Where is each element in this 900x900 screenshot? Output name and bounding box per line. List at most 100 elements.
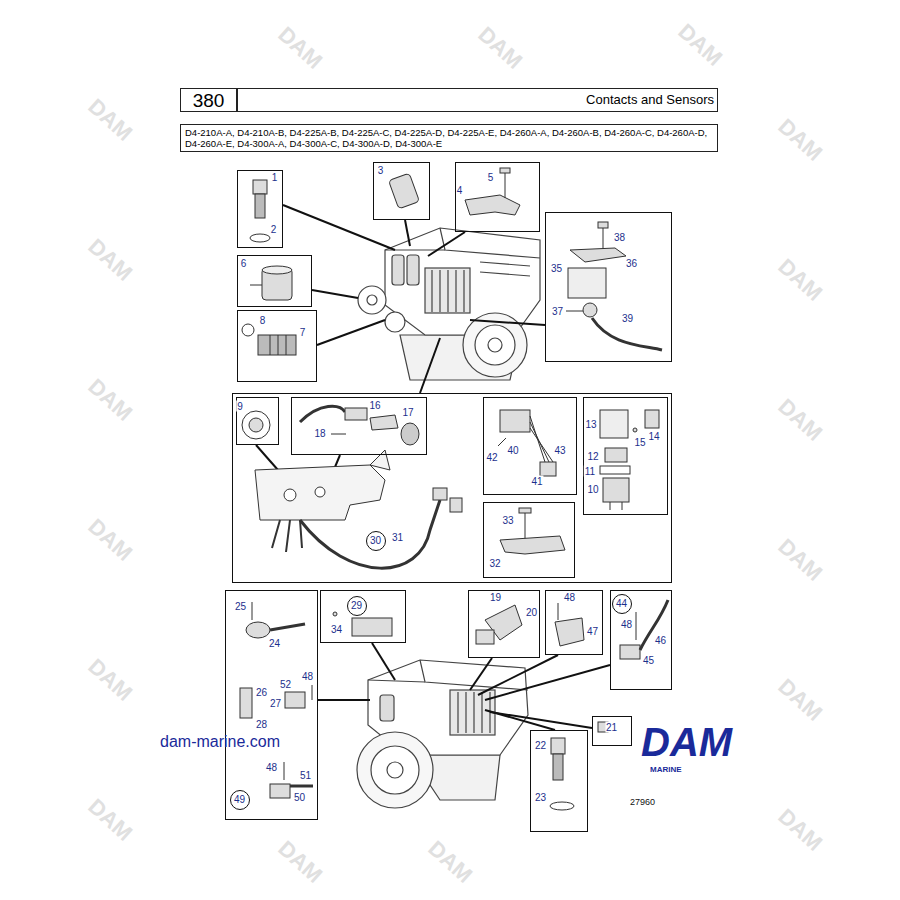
callout-number: 22 [534,739,547,750]
model-list-box: D4-210A-A, D4-210A-B, D4-225A-B, D4-225A… [180,124,718,152]
callout-number: 26 [255,686,268,697]
upper-engine [431,270,432,312]
detail-frame: 22 23 [530,730,588,832]
callout-number: 33 [501,515,514,526]
part-sketch [300,500,440,568]
part-sketch [290,785,313,788]
part-sketch [270,335,271,355]
part-sketch [352,618,392,636]
part-sketch [540,462,556,476]
lower-engine [481,692,482,733]
watermark: DAM [423,836,478,889]
part-sketch [465,195,520,215]
lower-engine [387,762,403,778]
callout-number: 14 [647,431,660,442]
part-sketch [401,423,419,445]
part-sketch [505,173,506,198]
brand-subtitle: MARINE [650,765,682,774]
upper-engine [425,268,470,313]
part-sketch [500,168,510,173]
detail-frame: 48464544 [610,590,672,690]
part-sketch [278,335,279,355]
part-sketch [550,802,574,810]
page-number-box: 380 [180,88,237,112]
part-sketch [331,434,346,435]
detail-frame: 6 [237,255,312,307]
callout-number: 27 [269,697,282,708]
upper-engine [392,255,404,285]
watermark: DAM [773,674,828,727]
part-sketch [252,602,253,620]
part-sketch [645,410,659,428]
part-sketch [600,410,628,438]
upper-engine [407,255,419,285]
watermark: DAM [273,22,328,75]
watermark: DAM [83,94,138,147]
part-sketch [312,685,313,700]
part-sketch [284,489,296,501]
part-sketch [566,311,583,312]
part-sketch [240,168,668,810]
callout-number: 4 [456,184,464,195]
callout-number: 28 [255,718,268,729]
part-sketch [255,194,265,218]
detail-frame: 9 [236,397,279,445]
page-title: Contacts and Sensors [586,92,714,107]
callout-number: 6 [240,257,248,268]
callout-number: 51 [299,769,312,780]
lower-engine [473,692,474,733]
part-sketch [500,410,530,432]
callout-number: 17 [401,407,414,418]
upper-engine [480,272,530,276]
callout-number: 52 [279,678,292,689]
leader-line [256,205,610,730]
lower-engine [465,692,466,733]
part-sketch [255,465,385,520]
callout-number: 29 [351,600,362,611]
part-sketch [242,411,270,439]
part-sketch [389,173,420,209]
circled-number: 29 [347,596,367,616]
detail-frame: 131415121110 [583,397,668,515]
part-sketch [333,612,337,616]
lower-engine [357,732,433,808]
callout-number: 48 [265,761,278,772]
detail-frame: 87 [237,310,317,382]
drawing-number: 27960 [630,797,655,807]
detail-frame: 161718 [291,397,427,455]
part-sketch [253,180,267,194]
callout-number: 32 [488,558,501,569]
circled-number: 44 [612,594,632,614]
leader-line [405,220,410,246]
callout-number: 47 [586,625,599,636]
detail-frame: 42404341 [483,397,577,495]
upper-engine [455,270,456,312]
upper-engine [440,228,540,258]
callout-number: 23 [534,791,547,802]
part-sketch [553,754,563,780]
website-url: dam-marine.com [160,733,280,751]
callout-number: 24 [268,637,281,648]
upper-engine [475,325,515,365]
page-number: 380 [193,90,225,111]
upper-engine [488,338,502,352]
leader-line [317,320,385,345]
callout-number: 42 [485,452,498,463]
leader-line [372,643,395,680]
lower-engine [368,680,425,682]
part-sketch [500,536,565,554]
part-sketch [610,502,611,510]
watermark: DAM [773,534,828,587]
part-sketch [633,428,637,432]
watermark: DAM [83,234,138,287]
leader-line [490,712,592,728]
part-sketch [272,520,302,552]
detail-frame: 3836353739 [545,212,672,362]
watermark: DAM [273,836,328,889]
part-sketch [640,600,668,650]
part-sketch [284,762,285,780]
detail-frame: 1920 [468,590,540,658]
detail-frame: 3 [373,162,430,220]
part-sketch [262,266,292,274]
callout-number: 50 [293,791,306,802]
